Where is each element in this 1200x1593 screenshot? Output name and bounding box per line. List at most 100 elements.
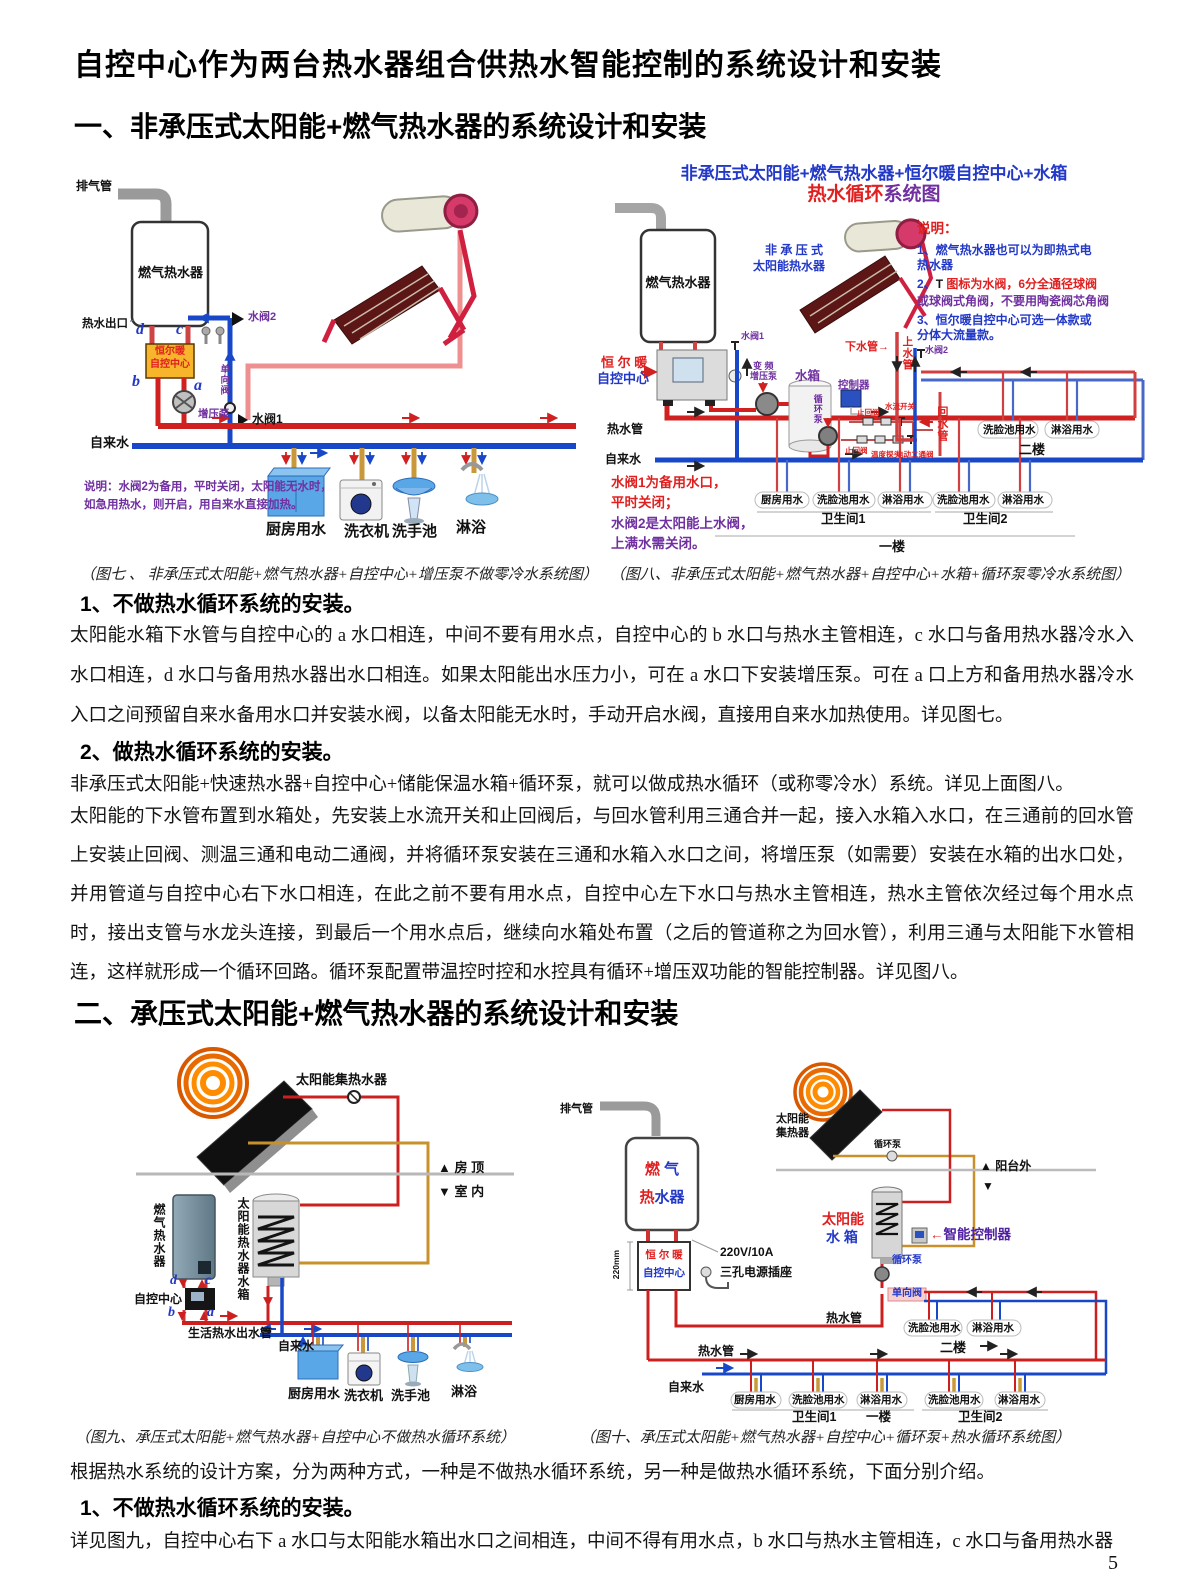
port-d-label: d (136, 321, 144, 338)
shower-label: 淋浴 (451, 1384, 478, 1399)
floor-1-label: 一楼 (866, 1410, 892, 1424)
hot-pipe-label: 热水管 (607, 422, 644, 436)
red-note-line2: 平时关闭； (611, 495, 679, 510)
shower-icon (452, 1342, 472, 1351)
valve2-symbol (917, 349, 925, 358)
solar-tank-label-line1: 太阳能 (822, 1211, 864, 1227)
power-plug-icon (700, 1266, 712, 1278)
kitchen-label: 厨房用水 (266, 521, 327, 538)
circulation-pump-label: 循环泵 (812, 394, 823, 424)
controller-label: 控制器 (838, 379, 870, 391)
figure-8-caption: （图八、非承压式太阳能+燃气热水器+自控中心+水箱+循环泵零冷水系统图） (609, 567, 1131, 583)
figure-7-pipes (107, 188, 576, 524)
exhaust-label: 排气管 (76, 179, 113, 193)
figure-7-caption: （图七 、 非承压式太阳能+燃气热水器+自控中心+增压泵不做零冷水系统图） (80, 567, 598, 583)
booster-pump-label: 增压泵 (198, 408, 230, 420)
temp-probe-label: 温度探头 (871, 450, 901, 459)
note-2-text: 图标为水阀，6分全通径球阀 (946, 277, 1098, 291)
port-b-label: b (168, 1305, 175, 1320)
fixture-branches (281, 448, 487, 483)
bathroom-2-label: 卫生间2 (963, 512, 1008, 526)
gas-heater-box (172, 1194, 216, 1280)
coil-shape (875, 1202, 899, 1236)
vfd-pump-label-line2: 增压泵 (750, 371, 778, 381)
hot-pipe-label-1: 热水管 (826, 1311, 863, 1325)
roof-label: ▲ 房 顶 (438, 1160, 485, 1175)
note-3-line2: 分体大流量款。 (917, 328, 1002, 342)
figure-9-caption: （图九、承压式太阳能+燃气热水器+自控中心不做热水循环系统） (74, 1430, 516, 1446)
hot-out-pipe-label: 生活热水出水管 (188, 1326, 273, 1340)
collector-label-line2: 集热器 (776, 1127, 809, 1139)
shower1-label: 淋浴用水 (882, 494, 924, 506)
figure-8-title: 非承压式太阳能+燃气热水器+恒尔暖自控中心+水箱 (680, 164, 1068, 183)
valve2-label: 水阀2 (248, 311, 277, 323)
circulation-pump-shape (874, 1266, 890, 1282)
section-2-heading: 二、承压式太阳能+燃气热水器的系统设计和安装 (74, 998, 679, 1029)
controller-shape (840, 389, 862, 408)
check-valve2-label: 止回阀 (845, 446, 868, 455)
basin-label: 洗手池 (391, 1388, 431, 1403)
sink-icon (397, 1351, 429, 1363)
shower-label: 淋浴 (456, 519, 487, 536)
gas-heater-label-c: 热 (639, 1189, 655, 1206)
valve2-symbol (232, 312, 244, 326)
control-center-box (145, 343, 195, 379)
rooftop-pump-label: 循环泵 (874, 1139, 902, 1149)
dimension-label: 220mm (611, 1249, 622, 1280)
purple-note-line1: 水阀2是太阳能上水阀， (611, 516, 754, 531)
figure-10-diagram: 排气管 燃 气 热水器 恒 尔 暖 自控中心 220mm 220V/10A 三孔… (530, 1042, 1155, 1424)
washer-label: 洗衣机 (344, 523, 390, 540)
sub-heading-1-1: 1、不做热水循环系统的安装。 (80, 593, 365, 616)
notes-heading: 说明： (917, 221, 958, 236)
port-d-label: d (170, 1273, 177, 1288)
figure-8-subtitle-red: 热水循环 (807, 184, 884, 205)
shower-icon (460, 462, 484, 472)
gas-heater-label: 燃气热水器 (151, 1203, 166, 1268)
exhaust-label: 排气管 (560, 1103, 593, 1115)
power-socket-label: 三孔电源插座 (720, 1265, 793, 1279)
gas-heater-label: 燃气热水器 (138, 265, 204, 280)
diagram-note-line1: 说明：水阀2为备用，平时关闭，太阳能无水时， (84, 481, 332, 493)
solar-label-line1: 非 承 压 式 (765, 243, 824, 257)
basin2-label: 洗脸池用水 (937, 494, 990, 506)
balcony-label: ▲ 阳台外 (980, 1159, 1032, 1173)
shower2-label: 淋浴用水 (1002, 494, 1044, 506)
brand-label: 恒尔暖 (155, 346, 185, 357)
valve1-label: 水阀1 (741, 331, 765, 341)
gas-heater-label-d: 水器 (654, 1189, 685, 1206)
figure-9-diagram: 太阳能集热水器 ▲ 房 顶 ▼ 室 内 燃气热水器 太阳能热水器水箱 自控中心 … (72, 1035, 542, 1409)
shower2-label: 淋浴用水 (998, 1394, 1040, 1406)
check-valve-label: 单向阀 (218, 364, 230, 396)
tap-water-label: 自来水 (668, 1380, 705, 1394)
note-1-line1: 1、燃气热水器也可以为即热式电 (917, 243, 1092, 257)
basin1-label: 洗脸池用水 (817, 494, 870, 506)
port-c-label: c (205, 1273, 212, 1288)
basin-2f-label: 洗脸池用水 (983, 424, 1036, 436)
exhaust-pipe-shape (118, 188, 172, 222)
control-center-label: 自控中心 (150, 359, 190, 370)
port-a-label: a (194, 377, 202, 394)
gas-heater-label-a: 燃 (644, 1161, 660, 1178)
note-2-line2: 或球阀式角阀，不要用陶瓷阀芯角阀 (917, 294, 1110, 308)
sub-heading-1-2: 2、做热水循环系统的安装。 (80, 741, 344, 764)
indoor-label: ▼ 室 内 (438, 1184, 485, 1199)
shower-2f-label: 淋浴用水 (1051, 424, 1093, 436)
section-1-heading: 一、非承压式太阳能+燃气热水器的系统设计和安装 (74, 111, 707, 142)
control-center-label: 自控中心 (597, 371, 650, 386)
gas-heater-label: 燃气热水器 (645, 275, 711, 290)
paragraph-2-intro: 根据热水系统的设计方案，分为两种方式，一种是不做热水循环系统，另一种是做热水循环… (70, 1463, 996, 1483)
fixture-icons (267, 462, 499, 524)
gas-heater-box (130, 220, 210, 328)
solar-water-heater-shape (799, 218, 934, 334)
gas-heater-box (624, 1136, 700, 1232)
solar-tank-label-line2: 水 箱 (826, 1229, 858, 1245)
solar-water-heater-shape (321, 193, 479, 347)
shower1-label: 淋浴用水 (860, 1394, 902, 1406)
solar-down-pipe (245, 232, 463, 420)
figure-9-pipes (136, 1047, 514, 1387)
basin2-label: 洗脸池用水 (928, 1394, 981, 1406)
hot-pipe-label-2: 热水管 (698, 1344, 735, 1358)
figure-10-pipes (600, 1062, 1108, 1411)
down-pipe-label: 下水管→ (845, 341, 889, 353)
